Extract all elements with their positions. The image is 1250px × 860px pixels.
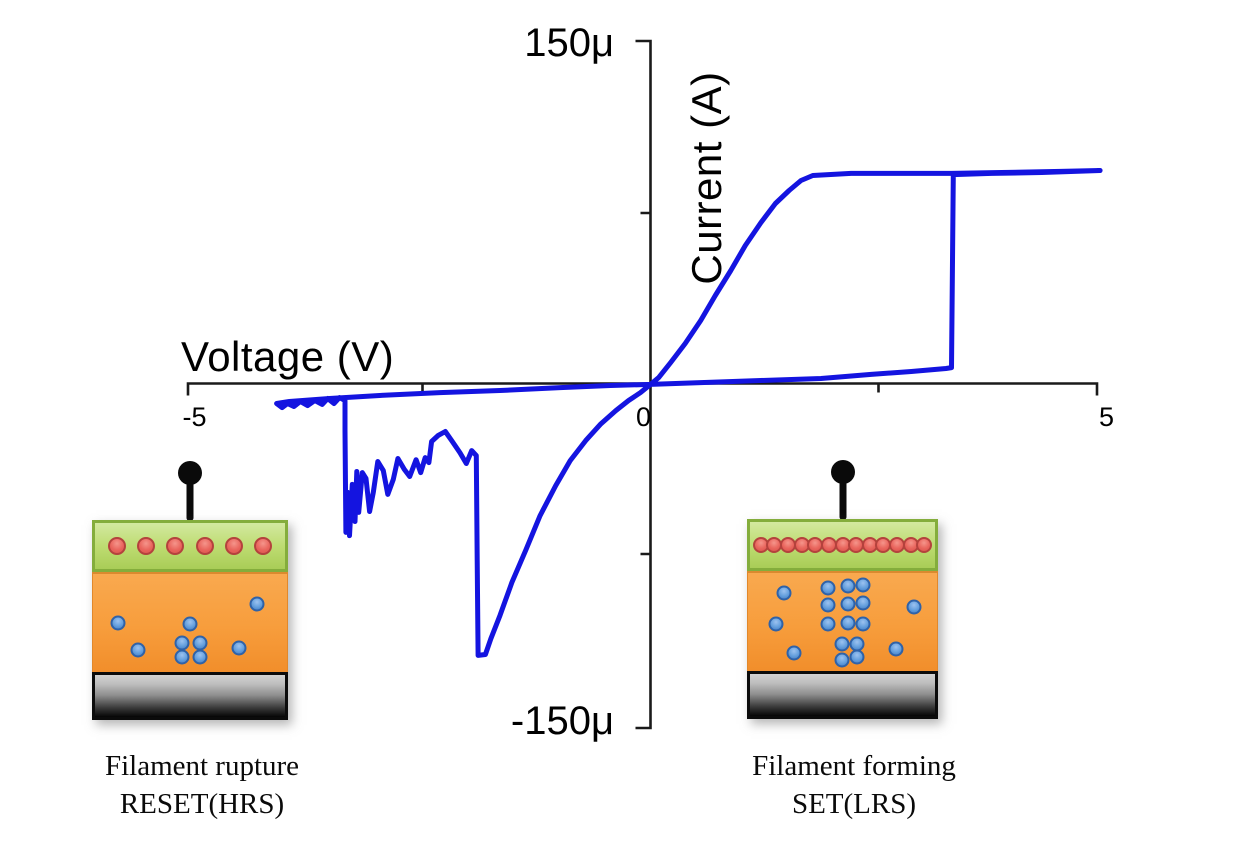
oxygen-vacancy-dot: [110, 615, 126, 631]
oxygen-ion-dot: [916, 537, 933, 553]
oxygen-vacancy-dot: [840, 578, 856, 594]
caption-reset-line1: Filament rupture: [104, 750, 300, 782]
oxygen-vacancy-dot: [174, 635, 190, 651]
oxygen-vacancy-dot: [840, 596, 856, 612]
oxide-layer: [747, 571, 938, 671]
oxygen-vacancy-dot: [840, 615, 856, 631]
oxygen-vacancy-dot: [231, 640, 246, 656]
oxygen-vacancy-dot: [182, 616, 198, 632]
caption-reset: Filament rupture RESET(HRS): [52, 747, 352, 823]
pin-ball-icon: [830, 460, 855, 484]
oxygen-vacancy-dot: [192, 649, 208, 665]
top-electrode-pin: [830, 460, 855, 520]
pin-stem: [839, 470, 846, 520]
iv-hysteresis-curve: [274, 168, 1103, 658]
oxygen-ion-dot: [166, 537, 185, 555]
oxygen-vacancy-dot: [192, 635, 208, 651]
x-tick-label-neg5: -5: [182, 402, 207, 432]
oxygen-ion-dot: [254, 537, 273, 555]
top-electrode-pin: [178, 461, 202, 521]
device-schematic-reset: [92, 461, 288, 720]
oxygen-vacancy-dot: [776, 585, 792, 601]
oxygen-vacancy-dot: [855, 616, 871, 632]
x-tick-label-0: 0: [635, 402, 652, 432]
oxygen-ion-dot: [107, 537, 126, 555]
pin-stem: [186, 471, 194, 521]
oxygen-vacancy-dot: [820, 597, 836, 613]
oxygen-vacancy-dot: [174, 649, 190, 665]
bottom-electrode-layer: [747, 671, 938, 719]
oxygen-ion-dot: [224, 537, 243, 555]
oxygen-vacancy-dot: [834, 652, 850, 668]
pin-ball-icon: [178, 461, 202, 485]
oxygen-vacancy-dot: [130, 642, 146, 658]
oxygen-vacancy-dot: [855, 577, 871, 593]
oxygen-vacancy-dot: [768, 616, 784, 632]
oxygen-vacancy-dot: [834, 636, 850, 652]
caption-reset-line2: RESET(HRS): [119, 788, 285, 820]
oxygen-vacancy-dot: [786, 645, 802, 661]
oxide-layer: [92, 572, 288, 672]
oxygen-vacancy-dot: [906, 599, 922, 615]
bottom-electrode-layer: [92, 672, 288, 720]
y-tick-label-150u: 150μ: [524, 21, 614, 65]
oxygen-ion-dot: [137, 537, 156, 555]
oxygen-vacancy-dot: [849, 649, 865, 665]
top-electrode-layer: [92, 520, 288, 572]
caption-set: Filament forming SET(LRS): [704, 747, 1004, 823]
device-layers: [747, 519, 938, 719]
caption-set-line1: Filament forming: [752, 750, 956, 782]
oxygen-vacancy-dot: [249, 596, 265, 612]
oxygen-ion-dot: [195, 537, 214, 555]
x-tick-label-5: 5: [1098, 402, 1115, 432]
y-tick-label-neg150u: -150μ: [510, 699, 614, 743]
device-schematic-set: [747, 460, 938, 719]
oxygen-vacancy-dot: [820, 616, 836, 632]
x-axis-title: Voltage (V): [181, 333, 395, 380]
oxygen-vacancy-dot: [888, 641, 904, 657]
oxygen-vacancy-dot: [855, 595, 871, 611]
top-electrode-layer: [747, 519, 938, 571]
oxygen-vacancy-dot: [820, 580, 836, 596]
device-layers: [92, 520, 288, 720]
caption-set-line2: SET(LRS): [791, 788, 917, 820]
y-axis-title: Current (A): [683, 71, 730, 285]
